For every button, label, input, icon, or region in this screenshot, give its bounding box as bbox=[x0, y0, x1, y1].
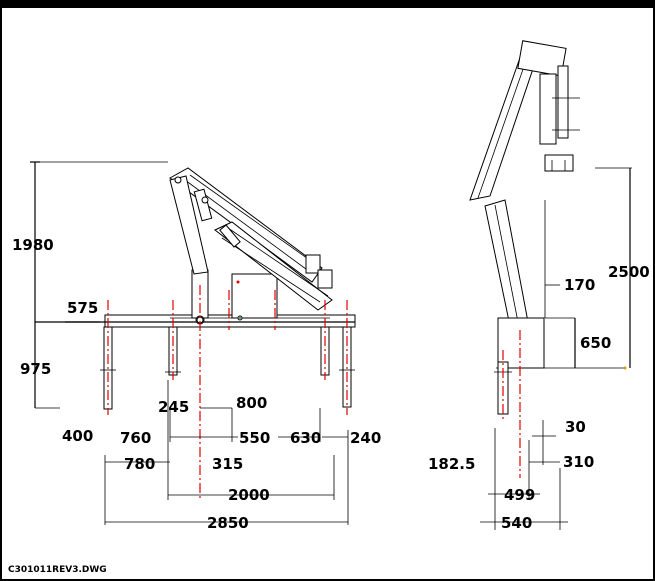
dim-499: 499 bbox=[504, 486, 535, 504]
dim-975: 975 bbox=[20, 360, 51, 378]
dim-170: 170 bbox=[564, 276, 595, 294]
base-beam bbox=[104, 314, 356, 328]
dim-245: 245 bbox=[158, 398, 189, 416]
dim-575: 575 bbox=[67, 299, 98, 317]
dim-310: 310 bbox=[563, 453, 594, 471]
dim-30: 30 bbox=[565, 418, 586, 436]
dim-182-5: 182.5 bbox=[428, 455, 475, 473]
tank bbox=[231, 273, 278, 319]
dim-550: 550 bbox=[239, 429, 270, 447]
dim-315: 315 bbox=[212, 455, 243, 473]
boom-post bbox=[169, 175, 209, 275]
dim-2850: 2850 bbox=[207, 514, 249, 532]
dim-540: 540 bbox=[501, 514, 532, 532]
dim-2000: 2000 bbox=[228, 486, 270, 504]
dim-630: 630 bbox=[290, 429, 321, 447]
dim-760: 760 bbox=[120, 429, 151, 447]
dim-800: 800 bbox=[236, 394, 267, 412]
dim-2500: 2500 bbox=[608, 263, 650, 281]
dim-1980: 1980 bbox=[12, 236, 54, 254]
hook-block bbox=[544, 154, 574, 172]
base-block bbox=[497, 317, 545, 369]
dim-240: 240 bbox=[350, 429, 381, 447]
end-view bbox=[469, 40, 632, 530]
dim-780: 780 bbox=[124, 455, 155, 473]
dim-650: 650 bbox=[580, 334, 611, 352]
side-view bbox=[30, 161, 356, 525]
dim-400: 400 bbox=[62, 427, 93, 445]
drawing-filename: C301011REV3.DWG bbox=[8, 565, 107, 575]
